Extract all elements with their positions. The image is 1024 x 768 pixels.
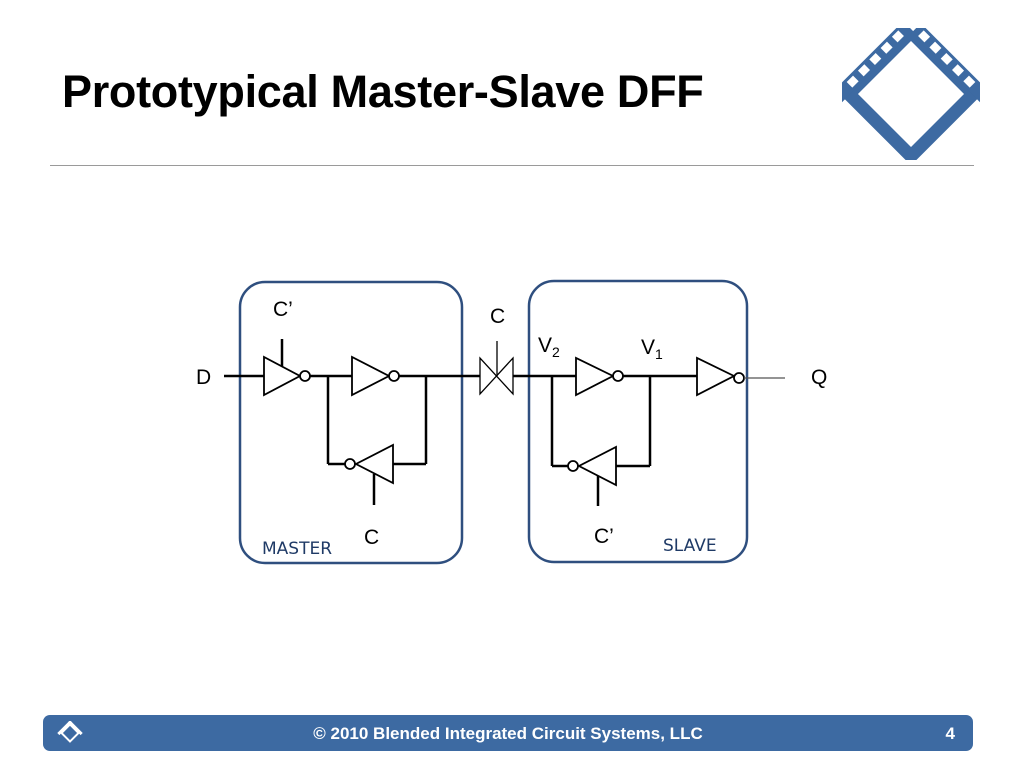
label-v1: V1 [641, 336, 663, 362]
master-inverter [351, 355, 400, 397]
company-logo-icon [842, 28, 980, 160]
master-box [238, 280, 464, 565]
footer-copyright: © 2010 Blended Integrated Circuit System… [313, 724, 703, 743]
slave-feedback-clocked-inverter [567, 445, 617, 506]
output-inverter [696, 356, 745, 397]
master-feedback-clocked-inverter [344, 443, 394, 505]
label-slave-box: SLAVE [663, 536, 717, 556]
page-number: 4 [945, 724, 955, 743]
label-q: Q [811, 366, 827, 389]
footer-logo-icon [57, 721, 83, 743]
title-divider [50, 165, 974, 166]
slide-title: Prototypical Master-Slave DFF [62, 66, 704, 117]
label-tgate-clock: C [490, 305, 505, 328]
label-d: D [196, 366, 211, 389]
transmission-gate [479, 341, 514, 396]
slave-box [527, 279, 749, 564]
slave-inverter [575, 356, 624, 397]
label-slave-bottom-clock: C’ [594, 525, 614, 548]
label-master-bottom-clock: C [364, 526, 379, 549]
label-master-top-clock: C’ [273, 298, 293, 321]
label-v2: V2 [538, 334, 560, 360]
footer-bar: © 2010 Blended Integrated Circuit System… [43, 715, 973, 751]
label-master-box: MASTER [262, 539, 332, 559]
master-clocked-inverter [263, 339, 311, 397]
